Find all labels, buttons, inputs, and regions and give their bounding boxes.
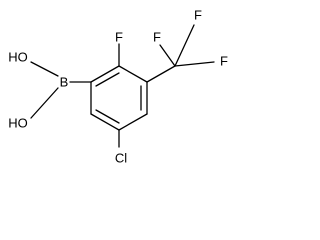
ring-double-bond-c1-c2	[95, 72, 120, 87]
bond-cf3-f-right	[174, 61, 215, 67]
bond-ring-cf3	[146, 65, 176, 83]
boron-label: B	[60, 75, 69, 90]
hydroxyl-top-label: HO	[8, 50, 28, 65]
bond-boron-oh-bottom	[30, 87, 59, 119]
ring-bond-c4-c5	[118, 113, 148, 131]
fluorine-ring-label: F	[115, 30, 123, 45]
ring-bond-c5-c6	[90, 113, 120, 131]
bond-boron-oh-top	[30, 61, 59, 77]
cf3-fluorine-top-label: F	[194, 8, 202, 23]
ring-double-bond-c5-c6	[95, 109, 120, 124]
cf3-fluorine-right-label: F	[220, 54, 228, 69]
hydroxyl-bottom-label: HO	[8, 116, 28, 131]
benzene-ring	[90, 65, 148, 131]
bond-cf3-f-top	[174, 24, 195, 67]
ring-bond-c1-c2	[90, 65, 120, 83]
bond-cf3-f-left	[159, 44, 176, 67]
chlorine-label: Cl	[115, 151, 127, 166]
molecule-structure: F F F F B HO HO Cl	[8, 8, 228, 166]
cf3-fluorine-left-label: F	[153, 30, 161, 45]
ring-bond-c2-c3	[118, 65, 148, 83]
